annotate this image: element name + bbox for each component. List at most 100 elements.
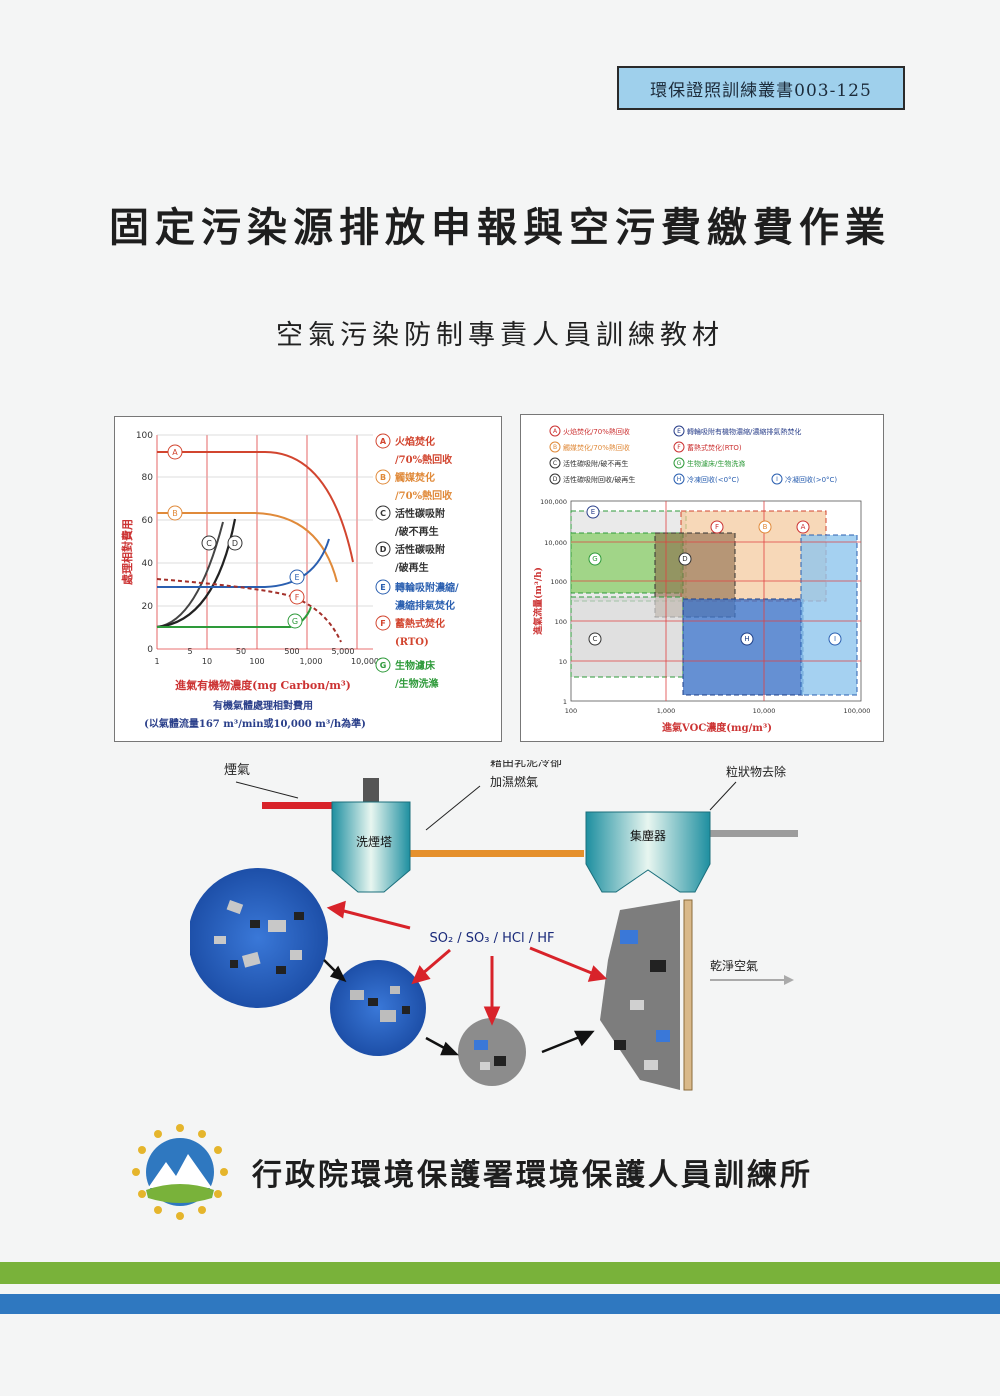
- cost-chart-grid: [156, 435, 373, 650]
- dust-collector: [585, 811, 711, 893]
- legend-text: 轉輪吸附有機物濃縮/濃縮排氣熱焚化: [687, 427, 801, 436]
- x-tick: 5,000: [332, 647, 355, 656]
- x-tick: 1,000: [300, 657, 323, 666]
- y-tick: 60: [142, 516, 154, 526]
- region-marker: F: [715, 523, 719, 531]
- applicability-chart: A 火焰焚化/70%熱回收 E 轉輪吸附有機物濃縮/濃縮排氣熱焚化 B 觸媒焚化…: [532, 425, 870, 734]
- particulate-pointer: [709, 781, 737, 811]
- curve-d: [156, 518, 237, 629]
- subtitle: 空氣污染防制專責人員訓練教材: [276, 320, 724, 351]
- region-marker: C: [593, 635, 598, 643]
- y-tick: 1000: [550, 578, 567, 586]
- main-title: 固定污染源排放申報與空污費繳費作業: [109, 204, 891, 251]
- region-i: [800, 534, 858, 696]
- x-tick: 50: [236, 647, 246, 656]
- y-tick: 10,000: [544, 539, 567, 547]
- clean-air-label: 乾淨空氣: [710, 959, 758, 973]
- curve-marker: A: [172, 448, 178, 457]
- flue-gas-pointer: [235, 781, 299, 799]
- legend-text: 生物濾床: [395, 659, 436, 672]
- y-axis-label: 處理相對費用: [120, 519, 134, 585]
- legend-text: 活性碳吸附: [395, 543, 445, 556]
- legend-text: 火焰焚化: [395, 435, 435, 448]
- legend-text: 活性碳吸附/破不再生: [563, 459, 628, 468]
- legend-key: B: [553, 444, 557, 451]
- x-axis-label: 進氣VOC濃度(mg/m³): [662, 721, 772, 734]
- dust-collector-label: 集塵器: [630, 828, 666, 843]
- green-stripe: [0, 1262, 1000, 1284]
- x-axis-label: 進氣有機物濃度(mg Carbon/m³): [175, 678, 351, 692]
- legend-key: D: [380, 545, 387, 554]
- y-tick: 40: [142, 559, 154, 569]
- chart-caption: 有機氣體處理相對費用: [213, 699, 313, 712]
- legend-text: (RTO): [395, 637, 429, 648]
- y-tick: 1: [563, 698, 567, 706]
- scrubber-pointer: [425, 785, 481, 831]
- acid-gases-label: SO₂ / SO₃ / HCl / HF: [429, 931, 554, 946]
- x-tick: 5: [187, 647, 192, 656]
- curve-f: [156, 578, 342, 643]
- sorbent-particle-medium: [330, 960, 426, 1056]
- y-tick: 100,000: [540, 498, 567, 506]
- y-tick: 0: [147, 645, 153, 655]
- legend-text: 活性碳吸附回收/破再生: [563, 475, 635, 484]
- region-marker: E: [591, 508, 595, 516]
- legend-key: G: [677, 460, 682, 467]
- organization-name: 行政院環境保護署環境保護人員訓練所: [252, 1158, 813, 1193]
- region-marker: D: [682, 555, 687, 563]
- flue-gas-label: 煙氣: [224, 763, 250, 778]
- legend-text: /破不再生: [395, 525, 439, 538]
- scrubber-note: 藉由乳泥冷卻: [490, 760, 562, 769]
- legend-key: B: [380, 473, 386, 482]
- cost-chart-panel: 100 80 60 40 20 0 1 5 10 50 100 500 1,00…: [114, 416, 502, 742]
- y-tick: 100: [136, 431, 153, 441]
- y-tick: 100: [555, 618, 567, 626]
- blue-stripe: [0, 1294, 1000, 1314]
- applicability-chart-panel: A 火焰焚化/70%熱回收 E 轉輪吸附有機物濃縮/濃縮排氣熱焚化 B 觸媒焚化…: [520, 414, 884, 742]
- legend-key: C: [553, 460, 557, 467]
- curve-a: [157, 451, 354, 563]
- y-tick: 80: [142, 473, 154, 483]
- curve-marker: C: [206, 539, 212, 548]
- scrubber-note-2: 加濕燃氣: [490, 774, 538, 789]
- inlet-pipe: [262, 802, 334, 809]
- region-marker: I: [834, 635, 836, 643]
- x-tick: 100: [565, 707, 577, 715]
- legend-text: /生物洗滌: [395, 677, 439, 690]
- legend-text: 觸媒焚化: [395, 471, 435, 484]
- legend-text: 濃縮排氣焚化: [395, 599, 455, 612]
- legend-key: I: [776, 476, 778, 483]
- applicability-legend: A 火焰焚化/70%熱回收 E 轉輪吸附有機物濃縮/濃縮排氣熱焚化 B 觸媒焚化…: [549, 425, 837, 485]
- legend-key: G: [380, 661, 387, 670]
- series-label: 環保證照訓練叢書003-125: [617, 66, 905, 110]
- legend-key: D: [553, 476, 558, 483]
- sorbent-particle-large: [190, 868, 328, 1008]
- y-tick: 10: [559, 658, 567, 666]
- curve-marker: F: [295, 593, 300, 602]
- filter-medium: [683, 899, 693, 1091]
- stripe-gap: [0, 1284, 1000, 1294]
- x-tick: 500: [284, 647, 299, 656]
- legend-text: 活性碳吸附: [395, 507, 445, 520]
- legend-key: A: [553, 428, 558, 435]
- curve-marker: E: [294, 573, 299, 582]
- legend-text: /70%熱回收: [395, 453, 452, 466]
- curve-marker: B: [172, 509, 178, 518]
- legend-text: 冷凍回收(<0°C): [687, 475, 739, 484]
- legend-key: C: [380, 509, 386, 518]
- particulate-label: 粒狀物去除: [726, 764, 786, 779]
- x-tick: 1: [154, 657, 159, 666]
- x-tick: 100: [249, 657, 264, 666]
- cost-chart: 100 80 60 40 20 0 1 5 10 50 100 500 1,00…: [120, 431, 459, 730]
- sorbent-particle-small: [458, 1018, 526, 1086]
- legend-key: F: [677, 444, 681, 451]
- process-diagram: 煙氣 藉由乳泥冷卻 加濕燃氣 粒狀物去除 洗煙塔 集塵器: [190, 760, 798, 1091]
- legend-text: /破再生: [395, 561, 429, 574]
- agency-logo: [132, 1124, 228, 1220]
- legend-text: 蓄熱式焚化(RTO): [687, 443, 742, 452]
- x-tick: 10,000: [351, 657, 379, 666]
- region-marker: B: [763, 523, 768, 531]
- legend-text: 火焰焚化/70%熱回收: [563, 427, 630, 436]
- cost-chart-legend: A 火焰焚化 /70%熱回收 B 觸媒焚化 /70%熱回收 C 活性碳吸附 /破…: [375, 433, 459, 690]
- curve-g: [157, 606, 312, 628]
